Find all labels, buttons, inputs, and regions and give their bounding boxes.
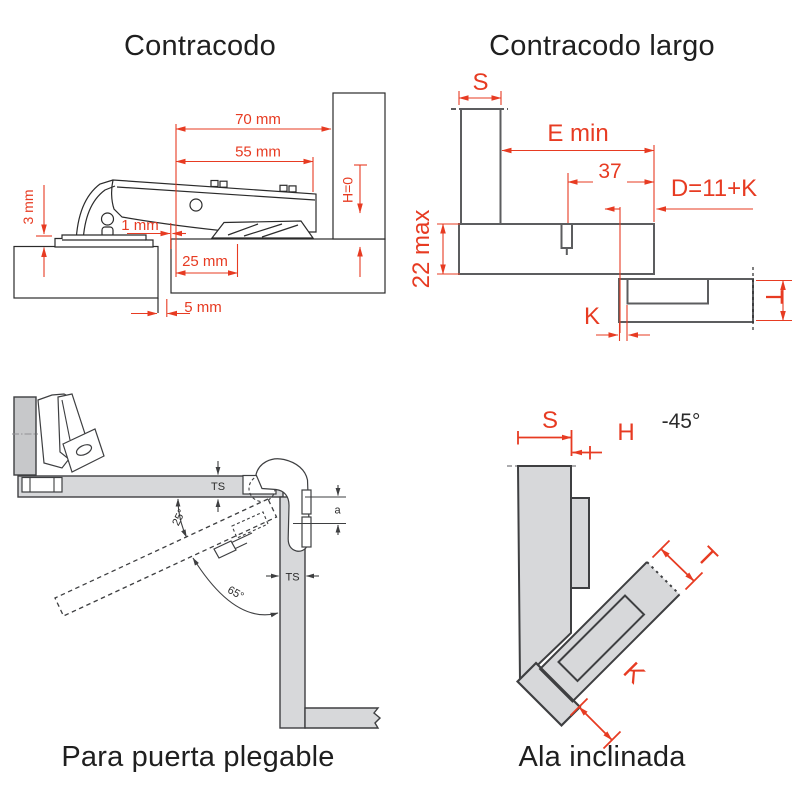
dim-label-h: H	[617, 419, 634, 446]
dim-label-h0: H=0	[340, 177, 356, 203]
dim-label-55mm: 55 mm	[235, 144, 281, 161]
inclined-door-dotted-face	[646, 561, 681, 596]
quadrant-title-contracodo-largo: Contracodo largo	[489, 30, 715, 62]
side-panel-section	[460, 108, 502, 225]
contracodo-largo-diagram: S E min 37 D=11+K 22 max K T	[408, 69, 792, 341]
hinge-screw	[210, 179, 219, 188]
puerta-plegable-diagram: 25° 65° TS TS a	[12, 393, 382, 729]
cabinet-side-section	[332, 92, 386, 240]
mounting-plate	[210, 220, 315, 239]
ala-inclinada-diagram: S H -45° T K	[507, 407, 724, 750]
dim-label-25mm: 25 mm	[182, 253, 228, 270]
dim-tick	[602, 730, 622, 750]
open-door-hinge-plate	[213, 540, 237, 559]
angle-arc-65	[192, 557, 279, 618]
dim-tick	[684, 571, 704, 591]
corner-hinge-hook	[255, 458, 311, 552]
dim-label-5mm: 5 mm	[184, 299, 222, 316]
open-door-hinge-dashed	[231, 511, 269, 539]
bracket-slot-hole	[75, 444, 93, 456]
dim-label-1mm: 1 mm	[121, 217, 159, 234]
dim-label-ts-shelf: TS	[211, 481, 225, 493]
open-door-dashed-outline	[54, 498, 278, 617]
hinge-cup-mortise	[21, 476, 63, 493]
dim-label-37: 37	[598, 160, 621, 183]
door-section	[618, 278, 754, 323]
dim-label-k: K	[618, 656, 652, 690]
quadrant-title-puerta-plegable: Para puerta plegable	[61, 741, 335, 773]
dim-label-emin: E min	[547, 120, 608, 147]
quadrant-title-contracodo: Contracodo	[124, 30, 276, 62]
dim-label-3mm: 3 mm	[20, 190, 36, 225]
inclined-door-edges	[538, 561, 681, 703]
door-hinge-boss	[557, 594, 646, 683]
cabinet-panel-section	[458, 223, 655, 275]
hinge-lever-line	[61, 399, 71, 441]
dim-label-s: S	[542, 407, 558, 434]
contracodo-diagram: 70 mm 55 mm H=0 3 mm 1 mm 25 mm 5 mm	[13, 92, 386, 317]
dim-label-d: D=11+K	[671, 175, 757, 202]
hinge-screw	[279, 184, 288, 192]
hinge-pivot	[100, 212, 115, 226]
inclined-door-fill	[540, 562, 680, 702]
hinge-base-plate	[570, 497, 590, 589]
door-edge-plate	[301, 489, 312, 515]
dim-label-22max: 22 max	[408, 210, 435, 289]
dim-tick	[569, 697, 589, 717]
angle-arc-25	[175, 498, 187, 538]
door-panel-section	[13, 245, 159, 299]
hinge-arm-inner-line	[116, 186, 316, 201]
drill-slot	[560, 223, 573, 249]
door-edge-strip-outline	[516, 661, 582, 727]
angle-label-45: -45°	[662, 410, 701, 433]
hinge-cup-base	[54, 234, 154, 248]
dim-tick	[651, 539, 671, 559]
mounting-plate-hatch	[227, 223, 299, 238]
hinge-screw	[219, 180, 228, 188]
door-inner-detail	[626, 279, 709, 305]
hinge-arm-hole	[189, 198, 203, 212]
dim-label-ts-door: TS	[285, 572, 299, 584]
angle-label-25: 25°	[170, 508, 188, 528]
dim-line-k	[578, 706, 613, 741]
door-edge-plate	[301, 516, 312, 548]
side-panel-beveled	[516, 465, 572, 685]
bottom-panel-broken-section	[304, 707, 382, 729]
dim-label-70mm: 70 mm	[235, 111, 281, 128]
dim-label-s: S	[472, 69, 488, 96]
quadrant-title-ala-inclinada: Ala inclinada	[518, 741, 686, 773]
dim-label-a: a	[334, 505, 341, 517]
dim-label-t: T	[691, 540, 724, 573]
wall-panel-section	[13, 396, 37, 476]
hinge-screw	[288, 185, 297, 193]
dim-label-k: K	[584, 303, 600, 330]
dim-line-t	[660, 548, 695, 582]
cabinet-bottom-section	[170, 238, 386, 294]
